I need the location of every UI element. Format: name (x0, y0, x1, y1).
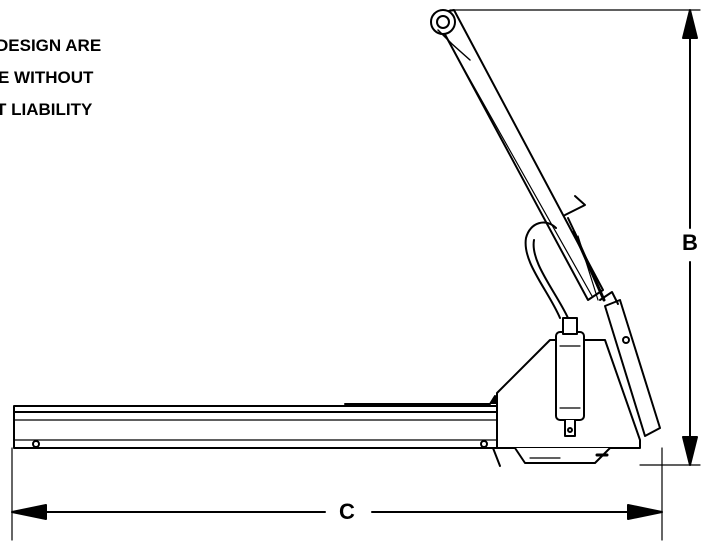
lift-arm (430, 9, 604, 301)
disclaimer-line-3: T LIABILITY (0, 100, 93, 119)
dimension-b-line (682, 9, 698, 466)
disclaimer-line-2: E WITHOUT (0, 68, 94, 87)
extension-lines (11, 9, 701, 541)
dimension-label-c: C (335, 500, 359, 524)
dimension-label-b: B (678, 231, 702, 255)
support-strut (572, 230, 606, 302)
hydraulic-cylinder (555, 317, 585, 437)
link-rod (524, 221, 569, 319)
ramp-platform (13, 395, 501, 467)
dimension-c-line (11, 504, 663, 520)
disclaimer-line-1: DESIGN ARE (0, 36, 102, 55)
